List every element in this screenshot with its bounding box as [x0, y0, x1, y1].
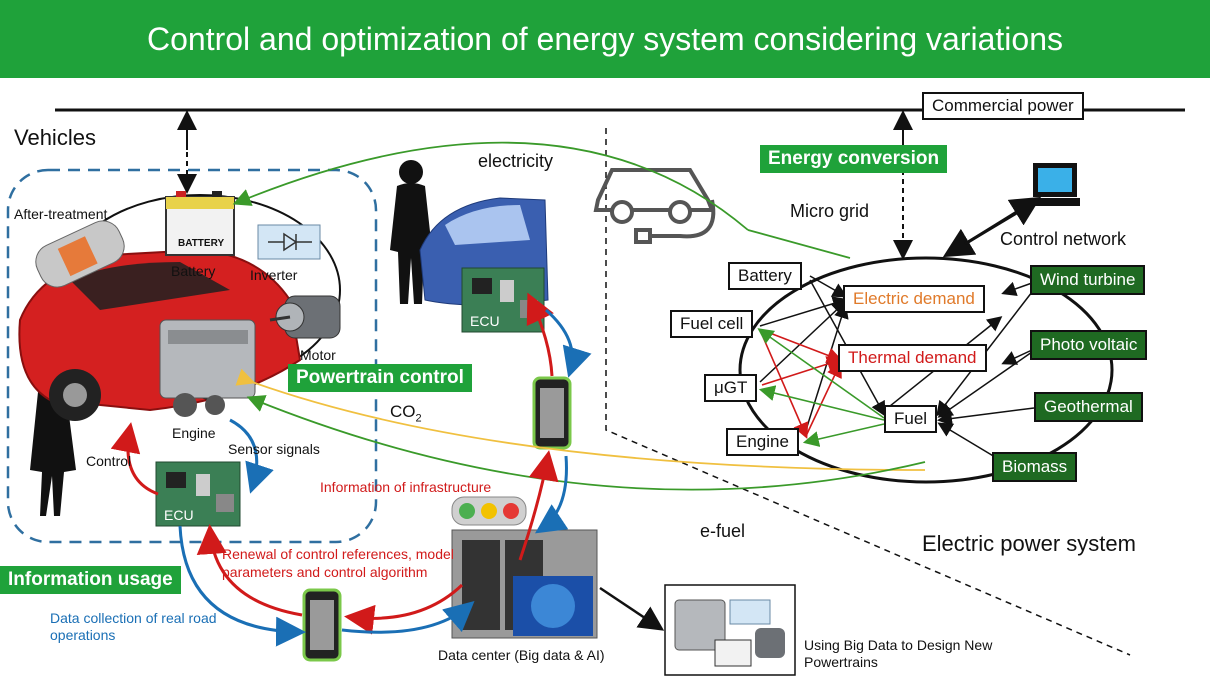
vehicles-label: Vehicles	[14, 125, 96, 150]
motor-image	[269, 295, 341, 339]
photo-voltaic-box: Photo voltaic	[1030, 330, 1148, 360]
after-treatment-image	[35, 220, 125, 288]
man-silhouette	[390, 160, 432, 304]
engine-image	[159, 319, 256, 417]
electric-demand-box: Electric demand	[843, 285, 985, 313]
biomass-box: Biomass	[992, 452, 1078, 482]
engine-vehicle-label: Engine	[172, 425, 216, 441]
control-label: Control	[86, 453, 132, 469]
data-center-label: Data center (Big data & AI)	[438, 647, 605, 663]
smartphone-upper	[532, 376, 572, 450]
information-usage-tag: Information usage	[0, 566, 181, 594]
ecu-label-bottom: ECU	[164, 507, 194, 523]
grid-engine-box: Engine	[726, 428, 799, 456]
motor-label: Motor	[300, 347, 336, 363]
co2-flow-line	[235, 368, 926, 471]
traffic-light-image	[451, 496, 527, 526]
ecu-board-bottom	[155, 461, 241, 527]
sensor-signals-label: Sensor signals	[228, 441, 320, 457]
energy-conversion-tag: Energy conversion	[760, 145, 948, 173]
vehicle-region	[6, 168, 378, 544]
after-treatment-label: After-treatment	[14, 206, 108, 222]
wind-turbine-box: Wind turbine	[1030, 265, 1146, 295]
region-divider	[605, 128, 1131, 656]
powertrain-control-tag: Powertrain control	[288, 364, 472, 392]
grid-fuel-box: Fuel	[884, 405, 938, 433]
grid-fuel-cell-box: Fuel cell	[670, 310, 754, 338]
grid-ugt-box: μGT	[704, 374, 758, 402]
battery-image	[165, 191, 235, 256]
micro-grid-label: Micro grid	[790, 201, 870, 221]
geothermal-box: Geothermal	[1034, 392, 1143, 422]
battery-print-label: BATTERY	[178, 238, 225, 249]
inverter-image	[257, 224, 321, 260]
ev-car-icon	[593, 168, 716, 244]
electricity-label: electricity	[478, 151, 554, 171]
smartphone-lower	[302, 588, 342, 662]
computer-icon	[1030, 163, 1080, 206]
micro-grid-ellipse	[738, 256, 1114, 484]
ecu-label-top: ECU	[470, 313, 500, 329]
using-big-data-label: Using Big Data to Design New Powertrains	[804, 637, 993, 670]
renewal-label: Renewal of control references, model par…	[222, 546, 454, 580]
efuel-flow-line	[246, 395, 926, 491]
battery-vehicle-label: Battery	[171, 263, 216, 279]
new-powertrain-image	[674, 599, 785, 667]
grid-battery-box: Battery	[728, 262, 802, 290]
page-title: Control and optimization of energy syste…	[0, 0, 1210, 78]
electric-power-system-label: Electric power system	[922, 531, 1136, 556]
data-center-image	[451, 529, 598, 639]
info-infrastructure-label: Information of infrastructure	[320, 479, 492, 495]
electricity-arrow	[232, 141, 749, 231]
control-network-label: Control network	[1000, 229, 1127, 249]
commercial-power-box: Commercial power	[922, 92, 1084, 120]
thermal-demand-box: Thermal demand	[838, 344, 987, 372]
co2-label: CO2	[390, 402, 422, 425]
inverter-label: Inverter	[250, 267, 298, 283]
e-fuel-label: e-fuel	[700, 521, 746, 541]
data-collection-label: Data collection of real road operations	[50, 610, 217, 643]
